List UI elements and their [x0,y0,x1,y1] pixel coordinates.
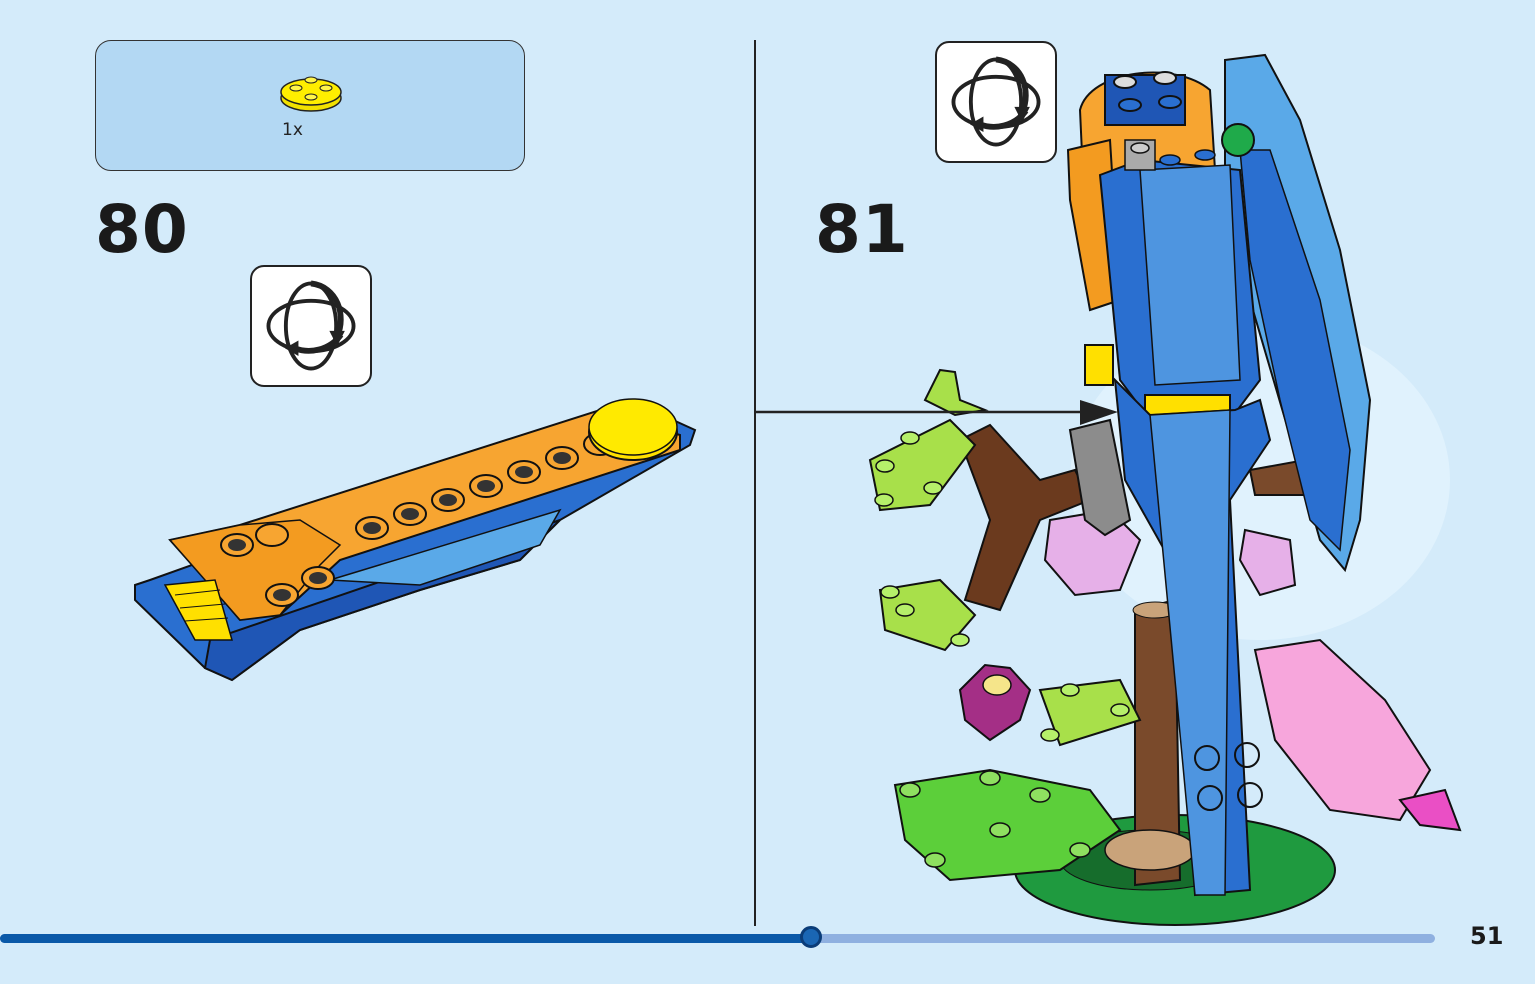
page-number: 51 [1470,922,1504,950]
parts-list-box [95,40,525,171]
progress-bar-marker [800,926,822,948]
rotate-model-icon [935,41,1057,163]
progress-bar-fill [0,934,811,943]
step-number-80: 80 [95,191,189,268]
parts-quantity: 1x [282,120,303,140]
step-number-81: 81 [815,191,909,268]
step-divider [754,40,756,926]
rotate-model-icon [250,265,372,387]
